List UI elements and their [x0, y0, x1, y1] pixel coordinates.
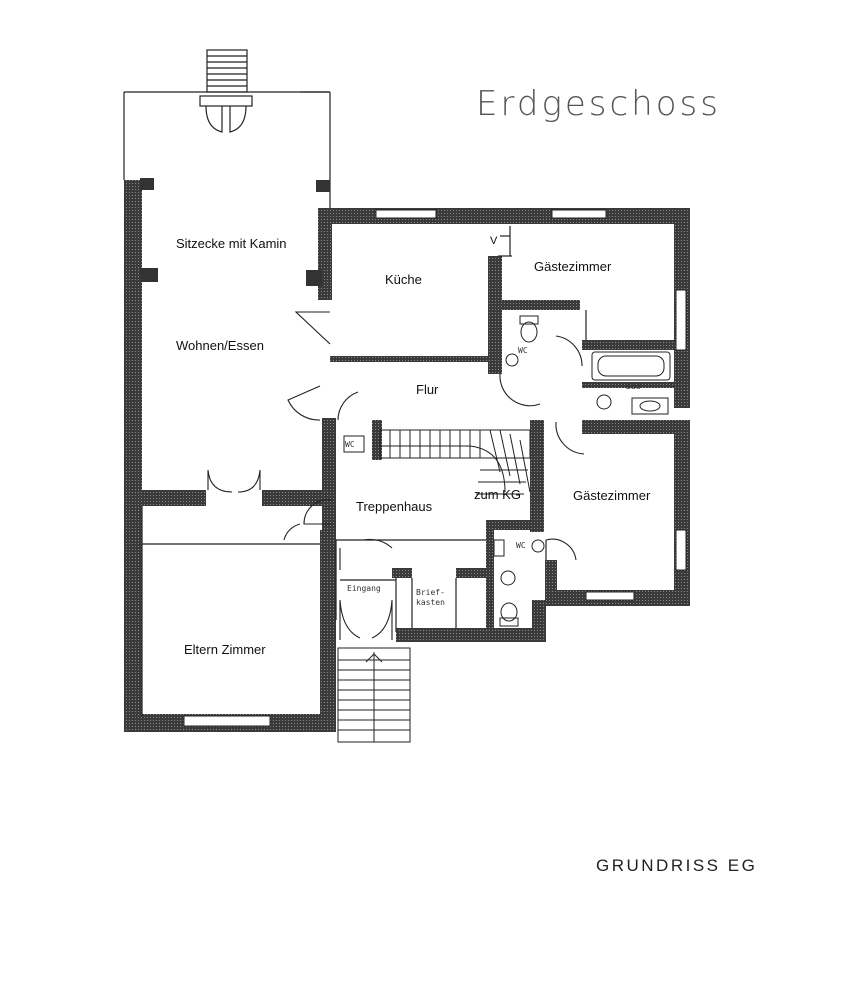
room-label-kueche: Küche [385, 272, 422, 287]
room-label-treppenhaus: Treppenhaus [356, 499, 433, 514]
plan-title: Erdgeschoss [476, 84, 721, 124]
plan-caption: GRUNDRISS EG [596, 856, 758, 875]
mark-wc-1: WC [518, 346, 528, 355]
pillars [140, 178, 330, 286]
room-label-wohnen: Wohnen/Essen [176, 338, 264, 353]
mark-brief: Brief- [416, 588, 445, 597]
staircase [379, 429, 531, 495]
door-swings [207, 311, 585, 640]
sanitary-fixtures [343, 315, 671, 627]
room-label-flur: Flur [416, 382, 439, 397]
mark-wc-3: WC [345, 440, 355, 449]
room-label-zum-kg: zum KG [474, 487, 521, 502]
mark-wc-2: WC [516, 541, 526, 550]
entrance-stairs [337, 647, 411, 743]
windows [183, 209, 687, 727]
room-label-sitzecke: Sitzecke mit Kamin [176, 236, 287, 251]
outer-walls [124, 180, 690, 732]
chimney [206, 49, 248, 93]
room-label-eltern-zimmer: Eltern Zimmer [184, 642, 266, 657]
terrace-outline [123, 91, 331, 210]
room-label-gaestezimmer-2: Gästezimmer [573, 488, 651, 503]
interior-lines [141, 91, 587, 716]
mark-bad: Bad [626, 382, 641, 391]
mark-eingang: Eingang [347, 584, 381, 593]
mark-kasten: kasten [416, 598, 445, 607]
room-label-gaestezimmer-1: Gästezimmer [534, 259, 612, 274]
mark-v: V [490, 235, 498, 247]
